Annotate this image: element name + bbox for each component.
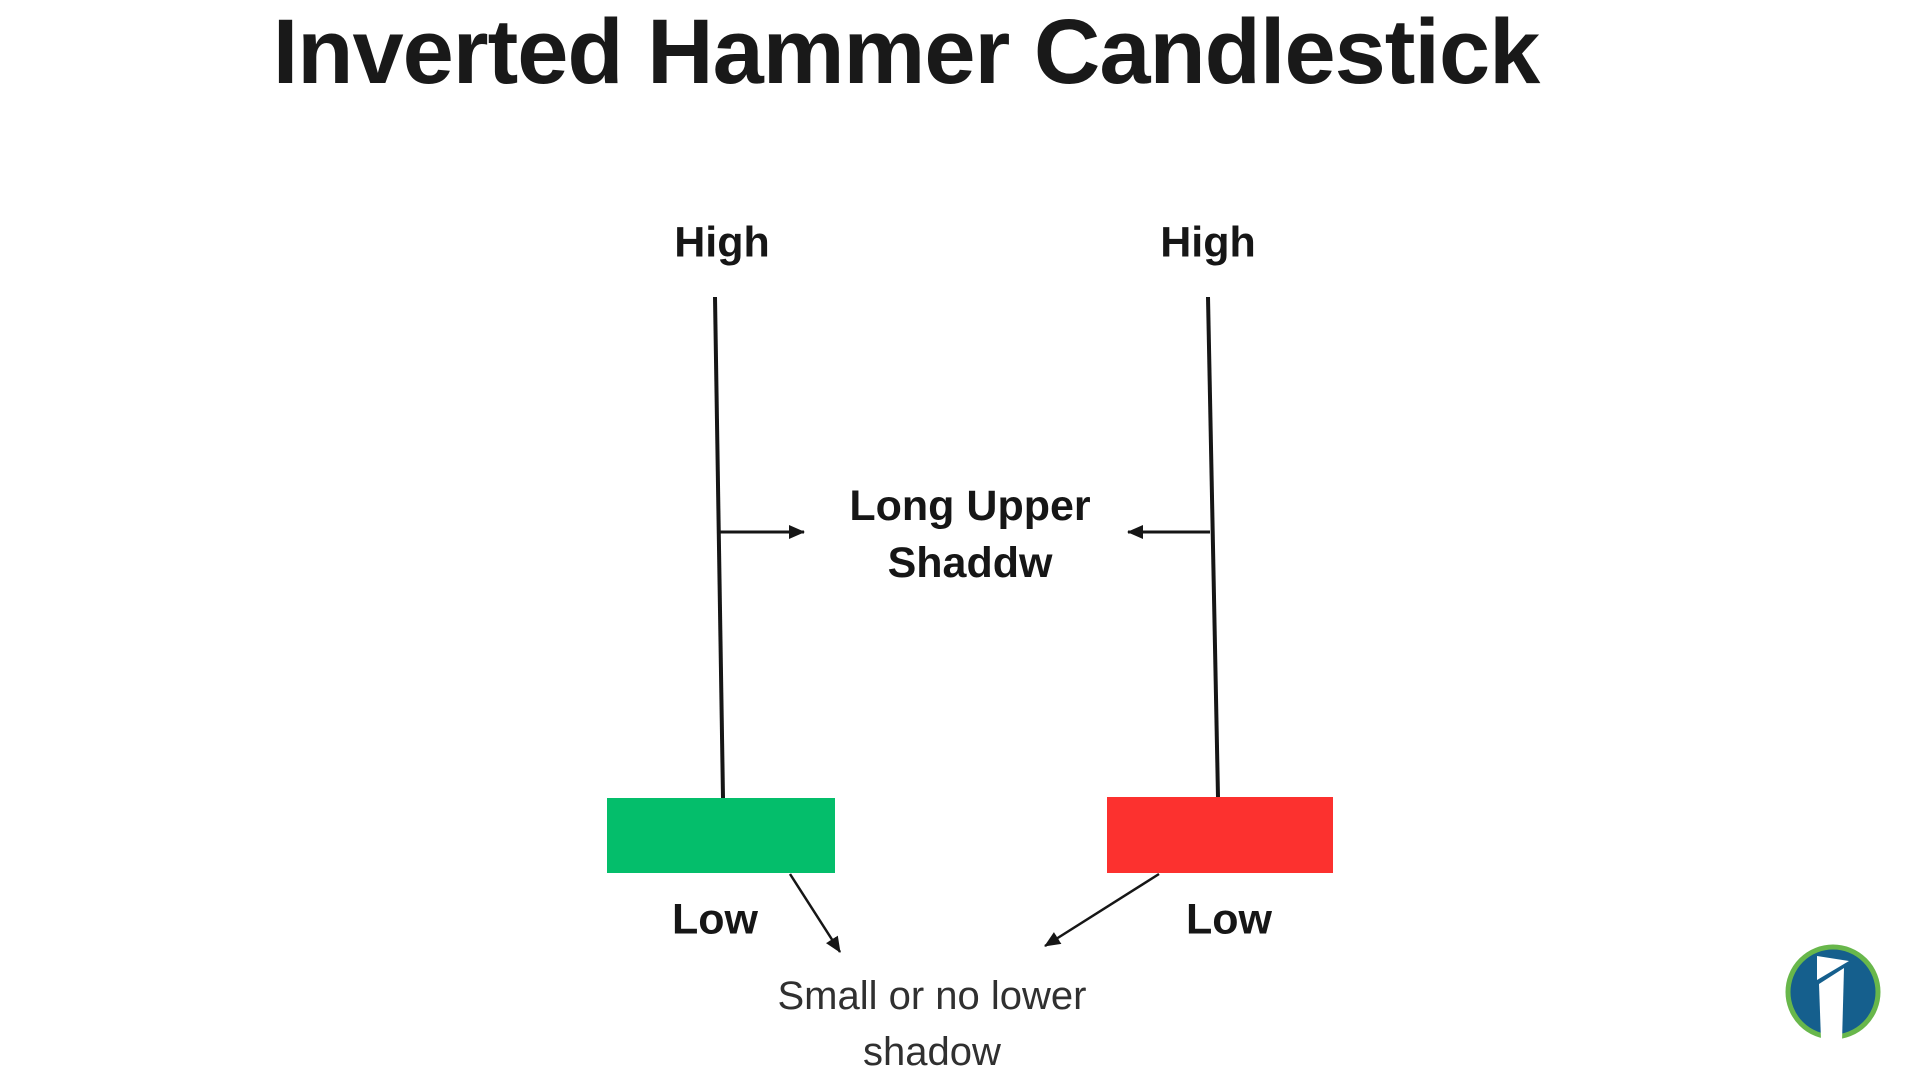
investopedia-logo-icon — [1785, 944, 1881, 1042]
upper-shadow-annotation: Long Upper Shaddw — [849, 478, 1090, 592]
bullish-upper-wick — [713, 296, 725, 799]
lower-shadow-annotation-line1: Small or no lower — [777, 974, 1087, 1018]
bullish-candle-body — [607, 798, 835, 873]
bullish-low-label: Low — [672, 895, 758, 944]
page-title: Inverted Hammer Candlestick — [272, 1, 1541, 103]
lower-shadow-annotation-line2: shadow — [863, 1030, 1001, 1074]
upper-shadow-annotation-line1: Long Upper — [849, 482, 1091, 530]
left-lower-shadow-pointer — [788, 873, 842, 953]
right-lower-shadow-pointer — [1044, 872, 1160, 948]
logo-letter-flag — [1817, 956, 1849, 980]
bearish-candle-body — [1107, 797, 1333, 873]
bullish-high-label: High — [674, 218, 770, 267]
lower-shadow-annotation: Small or no lower shadow — [777, 968, 1086, 1080]
bearish-high-label: High — [1160, 218, 1256, 267]
bearish-upper-wick — [1206, 296, 1220, 798]
bearish-low-label: Low — [1186, 895, 1272, 944]
logo-letter-bar — [1819, 968, 1844, 1042]
upper-shadow-annotation-line2: Shaddw — [887, 539, 1053, 587]
